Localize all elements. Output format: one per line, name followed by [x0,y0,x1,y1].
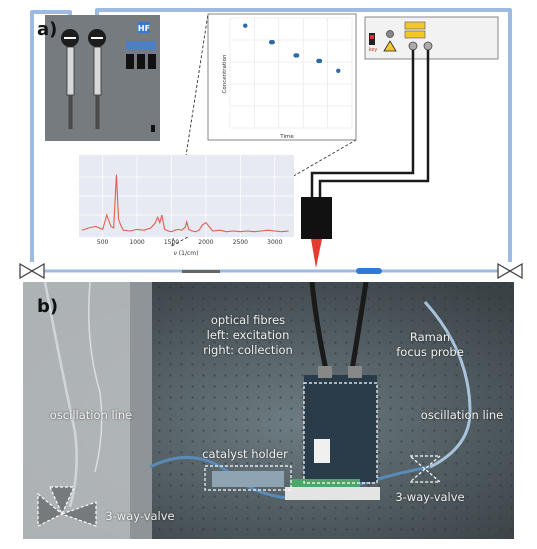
schematic-panel-a: HF Time Concentration 500 1000 1500 2000 250… [19,8,523,280]
raman-probe-annotation: Raman focus probe [385,330,475,360]
optical-fibres-line-2: left: excitation [206,328,290,342]
spectrum-tick-label: 1500 [164,239,179,246]
raman-spectrum-chart: 500 1000 1500 2000 2500 3000 ν (1/cm) [79,155,294,257]
laser-beam-icon [311,239,322,268]
inset-data-point [336,68,341,74]
spectrum-tick-label: 2000 [198,239,213,246]
fibre-right-photo [349,282,369,371]
inset-data-point [317,58,323,64]
photo-panel-b: b) [23,282,514,539]
laser-warning-icon [383,40,397,52]
three-way-valve-right-icon [497,262,523,280]
three-way-valve-left-icon [19,262,45,280]
tubing-slug-gray [182,270,220,273]
pump-button-2 [137,54,145,69]
tubing-slug-blue [356,268,382,274]
raman-probe-line-1: Raman [409,330,451,344]
valve-right-callout-icon [408,455,442,483]
oscillation-line-left-annotation: oscillation line [49,408,133,422]
valve-left-callout-icon [37,486,97,527]
raman-probe-connector-left [318,366,332,378]
reactor-base-white [285,487,380,500]
raman-probe-callout-box [303,382,378,484]
pump-logo-icon [138,22,150,33]
spectrum-tick-label: 2500 [233,239,248,246]
spectrum-x-axis-label: ν (1/cm) [174,250,199,257]
fibre-port-excitation-icon [408,41,418,51]
optical-fibres-line-1: optical fibres [210,313,286,327]
syringe-right-icon [88,29,106,129]
inset-x-axis-label: Time [279,134,294,140]
pump-logo-text: HF [138,24,150,33]
panel-label-b: b) [37,296,58,317]
status-indicator-bottom [404,30,426,39]
spectrum-tick-label: 3000 [267,239,282,246]
concentration-inset-chart: Time Concentration [207,13,357,141]
syringe-left-icon [61,29,79,129]
key-switch-icon [386,30,394,38]
optical-fibres-annotation: optical fibres left: excitation right: c… [193,313,303,358]
left-enclosure-wall [23,282,151,539]
oscillation-line-right-annotation: oscillation line [420,408,504,422]
spectrum-line [81,174,289,233]
catalyst-holder-callout-box [204,465,292,491]
left-wall-shade [130,282,152,539]
zoom-line-left [171,13,209,247]
pump-status-led [151,125,155,132]
spectrum-tick-label: 500 [97,239,109,246]
pump-button-1 [126,54,134,69]
pump-display [126,41,156,50]
raman-probe-body-photo [304,375,377,482]
raman-spectrometer: key [364,16,499,60]
syringe-pump: HF [45,15,160,141]
raman-probe-connector-right [348,366,362,378]
optical-fibres-line-3: right: collection [203,343,293,357]
optical-fibres [310,50,430,197]
inset-data-point [270,40,275,45]
inset-chart-points [243,23,341,74]
spectrum-tick-labels: 500 1000 1500 2000 2500 3000 [97,239,283,246]
catalyst-holder-annotation: catalyst holder [202,447,288,461]
status-indicator-top [404,21,426,30]
valve-right-annotation: 3-way-valve [395,490,465,504]
inset-data-point [243,23,248,28]
raman-probe-label-sticker [314,439,330,463]
fibre-left-photo [309,282,329,371]
right-oscillation-tubing [423,300,472,469]
fibre-port-collection-icon [423,41,433,51]
spectrum-tick-label: 1000 [129,239,144,246]
left-tubing-2 [88,282,103,473]
inset-data-point [294,53,300,58]
laser-key-label: key [369,47,378,53]
pump-button-3 [148,54,156,69]
valve-left-annotation: 3-way-valve [105,509,175,523]
inset-y-axis-label: Concentration [222,54,228,93]
inset-chart-grid [229,17,353,129]
raman-probe-line-2: focus probe [396,345,464,359]
catalyst-holder-photo [212,471,284,487]
raman-probe-icon [301,197,332,239]
panel-label-a: a) [37,19,57,40]
left-oscillation-tubing [43,282,78,508]
